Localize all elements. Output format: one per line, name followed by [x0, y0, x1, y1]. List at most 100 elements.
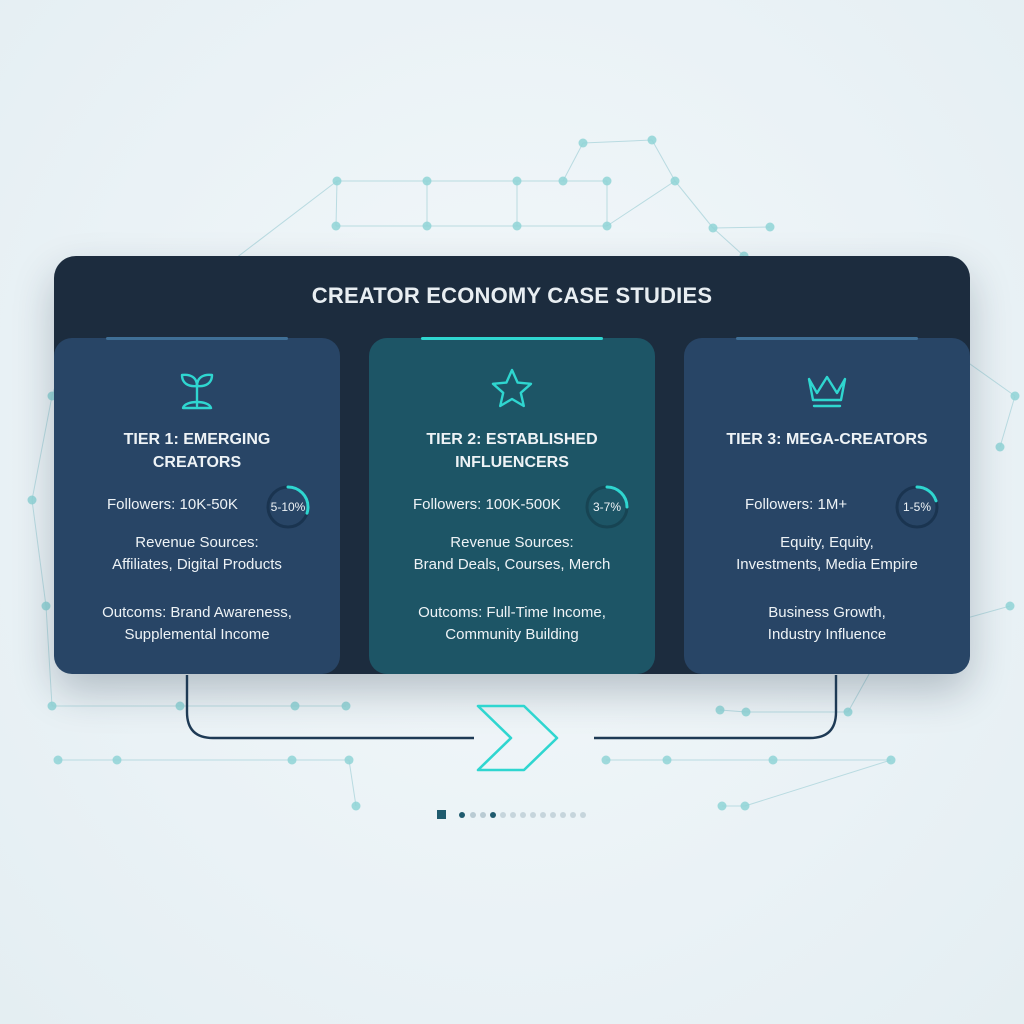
- network-node: [351, 801, 361, 811]
- pagination-square[interactable]: [437, 810, 446, 819]
- crown-icon: [684, 366, 970, 412]
- pagination-dot[interactable]: [490, 812, 496, 818]
- revenue-sources: Revenue Sources: Affiliates, Digital Pro…: [70, 532, 324, 576]
- page-title: CREATOR ECONOMY CASE STUDIES: [311, 283, 713, 308]
- network-node: [47, 701, 57, 711]
- revenue-line: Revenue Sources:: [135, 534, 259, 551]
- network-node: [765, 222, 775, 232]
- network-edge: [335, 180, 338, 227]
- tier-card-2[interactable]: TIER 2: ESTABLISHED INFLUENCERS Follower…: [369, 337, 655, 674]
- pagination-dot[interactable]: [580, 812, 586, 818]
- outcomes-line: Business Growth,: [768, 604, 886, 621]
- pagination-dot[interactable]: [570, 812, 576, 818]
- network-edge: [606, 180, 676, 227]
- network-edge: [582, 139, 653, 144]
- revenue-line: Affiliates, Digital Products: [112, 556, 282, 573]
- outcomes-line: Community Building: [445, 626, 579, 643]
- followers-row: Followers: 1M+ 1-5%: [684, 484, 970, 529]
- outcomes: Outcoms: Brand Awareness, Supplemental I…: [70, 602, 324, 646]
- pagination-dot[interactable]: [530, 812, 536, 818]
- pagination-dot[interactable]: [470, 812, 476, 818]
- network-node: [112, 755, 122, 765]
- tier-heading-line: TIER 3: MEGA-CREATORS: [726, 431, 928, 448]
- outcomes: Business Growth, Industry Influence: [700, 602, 954, 646]
- pagination-dot[interactable]: [560, 812, 566, 818]
- sprout-icon: [54, 366, 340, 412]
- network-edge: [348, 759, 357, 807]
- engagement-rate: 3-7%: [592, 500, 621, 514]
- pagination-dot[interactable]: [480, 812, 486, 818]
- network-edge: [712, 227, 745, 257]
- card-top-bar: [421, 337, 603, 340]
- tier-card-3[interactable]: TIER 3: MEGA-CREATORS Followers: 1M+ 1-5…: [684, 337, 970, 674]
- revenue-line: Equity, Equity,: [780, 534, 874, 551]
- tier-card-1[interactable]: TIER 1: EMERGING CREATORS Followers: 10K…: [54, 337, 340, 674]
- network-edge: [31, 499, 47, 607]
- network-edge: [744, 759, 892, 807]
- outcomes-line: Outcoms: Full-Time Income,: [418, 604, 606, 621]
- next-arrow-icon: [476, 704, 559, 772]
- outcomes: Outcoms: Full-Time Income, Community Bui…: [385, 602, 639, 646]
- network-node: [670, 176, 680, 186]
- connector-line-left: [185, 675, 474, 740]
- network-edge: [31, 395, 53, 501]
- card-top-bar: [736, 337, 918, 340]
- pagination-dot[interactable]: [500, 812, 506, 818]
- pagination-dot[interactable]: [510, 812, 516, 818]
- network-node: [341, 701, 351, 711]
- pagination-dot[interactable]: [459, 812, 465, 818]
- followers-row: Followers: 100K-500K 3-7%: [369, 484, 655, 529]
- network-node: [332, 176, 342, 186]
- revenue-line: Revenue Sources:: [450, 534, 574, 551]
- network-node: [602, 221, 612, 231]
- network-node: [27, 495, 37, 505]
- network-edge: [651, 139, 676, 182]
- outcomes-line: Industry Influence: [767, 626, 887, 643]
- engagement-gauge: 5-10%: [265, 484, 311, 530]
- network-node: [740, 801, 750, 811]
- network-node: [662, 755, 672, 765]
- tier-heading-line: TIER 1: EMERGING: [123, 431, 271, 448]
- network-node: [886, 755, 896, 765]
- network-node: [602, 176, 612, 186]
- tier-heading-line: CREATORS: [152, 454, 242, 471]
- outcomes-line: Supplemental Income: [124, 626, 270, 643]
- network-node: [422, 176, 432, 186]
- network-node: [578, 138, 588, 148]
- network-node: [715, 705, 725, 715]
- pagination: [0, 808, 1024, 822]
- network-edge: [712, 226, 771, 229]
- tier-heading: TIER 1: EMERGING CREATORS: [74, 428, 320, 474]
- network-node: [41, 601, 51, 611]
- network-node: [287, 755, 297, 765]
- revenue-sources: Revenue Sources: Brand Deals, Courses, M…: [385, 532, 639, 576]
- network-node: [512, 221, 522, 231]
- pagination-dot[interactable]: [520, 812, 526, 818]
- network-edge: [45, 605, 53, 707]
- followers-count: Followers: 1M+: [745, 496, 848, 513]
- network-node: [344, 755, 354, 765]
- network-node: [843, 707, 853, 717]
- card-top-bar: [106, 337, 288, 340]
- network-node: [1010, 391, 1020, 401]
- network-node: [708, 223, 718, 233]
- network-node: [558, 176, 568, 186]
- connector-line-right: [594, 675, 838, 740]
- tier-heading: TIER 2: ESTABLISHED INFLUENCERS: [389, 428, 635, 474]
- followers-count: Followers: 100K-500K: [413, 496, 561, 513]
- network-node: [601, 755, 611, 765]
- tier-heading: TIER 3: MEGA-CREATORS: [704, 428, 950, 451]
- progression-connector: [185, 675, 838, 772]
- network-edge: [562, 142, 584, 182]
- network-node: [768, 755, 778, 765]
- pagination-dot[interactable]: [540, 812, 546, 818]
- tier-heading-line: INFLUENCERS: [455, 454, 569, 471]
- network-node: [512, 176, 522, 186]
- network-node: [741, 707, 751, 717]
- revenue-line: Investments, Media Empire: [736, 556, 918, 573]
- engagement-rate: 1-5%: [902, 500, 931, 514]
- pagination-dot[interactable]: [550, 812, 556, 818]
- network-node: [647, 135, 657, 145]
- star-icon: [369, 366, 655, 412]
- followers-count: Followers: 10K-50K: [107, 496, 238, 513]
